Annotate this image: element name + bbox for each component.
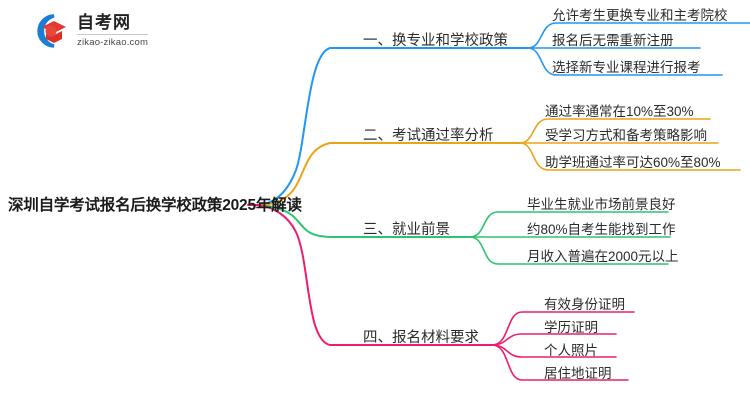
logo-text-block: 自考网 zikao-zikao.com (77, 14, 149, 49)
leaf-label-4-3[interactable]: 个人照片 (544, 343, 598, 358)
branch-label-3[interactable]: 三、就业前景 (363, 222, 450, 238)
branch-3-connector (257, 204, 471, 238)
logo-subtitle: zikao-zikao.com (77, 37, 149, 49)
site-logo: 自考网 zikao-zikao.com (28, 12, 149, 50)
root-node-label[interactable]: 深圳自学考试报名后换学校政策2025年解读 (8, 197, 302, 214)
leaf-label-3-3[interactable]: 月收入普遍在2000元以上 (527, 249, 679, 264)
leaf-label-2-3[interactable]: 助学班通过率可达60%至80% (545, 155, 721, 170)
graduation-cap-logo-icon (37, 14, 66, 48)
branch-1-leaf-1-connector (527, 22, 750, 49)
branch-label-2[interactable]: 二、考试通过率分析 (363, 128, 494, 144)
leaf-label-1-2[interactable]: 报名后无需重新注册 (552, 33, 674, 48)
branch-1-leaf-3-connector (527, 47, 723, 76)
branch-4-connector (257, 204, 493, 346)
branch-2-connector (257, 142, 521, 206)
leaf-label-3-2[interactable]: 约80%自考生能找到工作 (527, 222, 676, 237)
leaf-label-2-2[interactable]: 受学习方式和备考策略影响 (545, 128, 707, 143)
branch-2-leaf-1-connector (519, 118, 711, 144)
branch-1-connector (257, 47, 529, 206)
branch-label-4[interactable]: 四、报名材料要求 (363, 330, 479, 346)
leaf-label-4-4[interactable]: 居住地证明 (544, 366, 612, 381)
leaf-label-1-1[interactable]: 允许考生更换专业和主考院校 (552, 8, 728, 23)
leaf-label-3-1[interactable]: 毕业生就业市场前景良好 (527, 197, 676, 212)
leaf-label-2-1[interactable]: 通过率通常在10%至30% (545, 104, 694, 119)
branch-3-leaf-1-connector (469, 211, 669, 238)
leaf-label-4-1[interactable]: 有效身份证明 (544, 297, 625, 312)
logo-title: 自考网 (77, 14, 149, 36)
leaf-label-4-2[interactable]: 学历证明 (544, 320, 598, 335)
branch-3-leaf-3-connector (469, 236, 669, 265)
branch-2-leaf-3-connector (519, 142, 741, 171)
branch-4-leaf-4-connector (491, 344, 629, 381)
branch-label-1[interactable]: 一、换专业和学校政策 (363, 33, 508, 49)
leaf-label-1-3[interactable]: 选择新专业课程进行报考 (552, 60, 701, 75)
